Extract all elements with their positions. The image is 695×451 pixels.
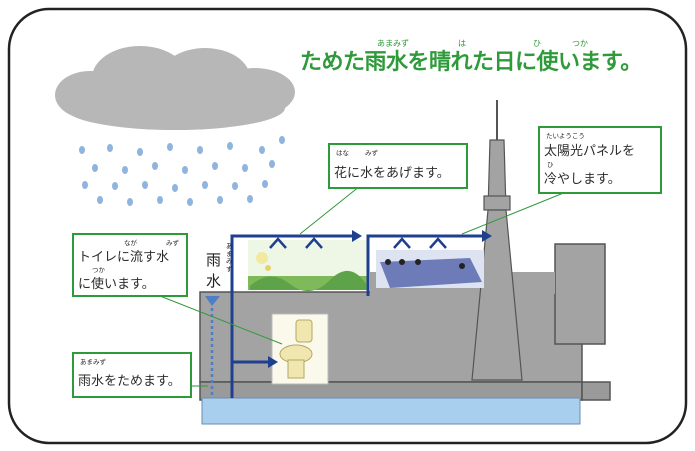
flower-garden-image: [248, 240, 368, 292]
callout-flowers-ruby-hana: はな: [336, 149, 349, 157]
callout-leaders: [159, 185, 567, 387]
rainwater-label-kanji1: 雨: [206, 251, 222, 269]
callout-flowers: はな みず 花に水をあげます。: [328, 143, 468, 189]
callout-store: あまみず 雨水をためます。: [72, 352, 192, 398]
callout-toilet-line1: トイレに流す水: [78, 250, 170, 265]
callout-toilet-ruby-tsuka: つか: [92, 266, 105, 274]
callout-solar-line1: 太陽光パネルを: [544, 144, 636, 159]
callout-flowers-text: 花に水をあげます。: [334, 166, 450, 181]
callout-flowers-ruby-mizu: みず: [365, 149, 378, 157]
page-title: ためた雨水を晴れた日に使います。: [300, 50, 642, 75]
rainwater-label-kanji2: 水: [206, 272, 222, 290]
title-ruby-tsuka: つか: [572, 39, 588, 48]
callout-solar-line2: 冷やします。: [544, 172, 621, 187]
title-ruby-hi: ひ: [533, 39, 541, 48]
callout-store-text: 雨水をためます。: [78, 374, 181, 389]
callout-toilet-line2: に使います。: [78, 277, 155, 292]
callout-toilet-ruby-naga: なが: [124, 239, 137, 247]
water-pipes: [230, 234, 482, 398]
callout-solar-ruby-top: たいようこう: [546, 132, 585, 140]
callout-solar: たいようこう 太陽光パネルを ひ 冷やします。: [538, 126, 662, 194]
solar-panel-image: [376, 250, 484, 288]
title-ruby-ha: は: [458, 39, 466, 48]
toilet-image: [271, 313, 329, 385]
callout-toilet-ruby-mizu: みず: [166, 239, 179, 247]
tower-icon: [471, 100, 523, 381]
rain-cloud-icon: [55, 46, 295, 130]
raindrops-icon: [79, 136, 285, 206]
rainwater-tank: [201, 397, 581, 425]
callout-store-ruby: あまみず: [80, 358, 106, 366]
pipe-arrows-icon: [268, 230, 492, 368]
callout-solar-ruby-mid: ひ: [547, 161, 554, 169]
callout-toilet: なが みず トイレに流す水 つか に使います。: [72, 233, 188, 297]
title-ruby-ame: あまみず: [377, 39, 409, 48]
sprinkler-icon: [269, 237, 447, 249]
rainwater-label-ruby: あまみず: [226, 242, 233, 273]
rain-downpipe: [205, 296, 220, 398]
